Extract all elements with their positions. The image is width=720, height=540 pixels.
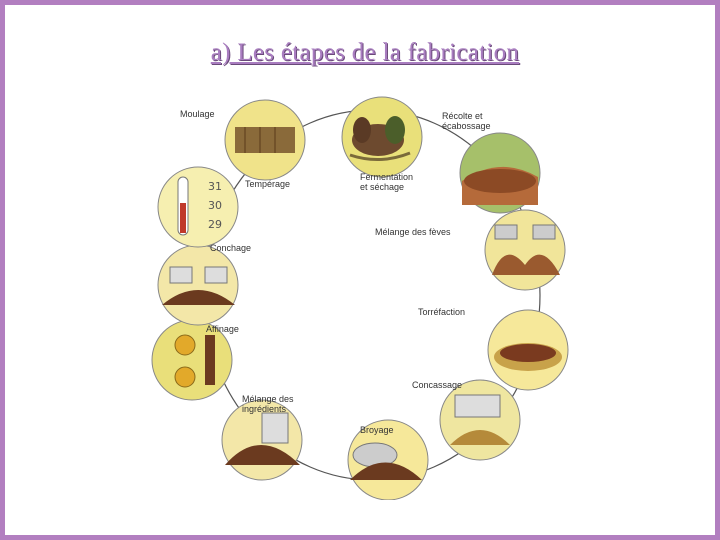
- step-label-conchage: Conchage: [210, 243, 252, 253]
- step-label-recolte: Récolte et écabossage: [442, 111, 491, 131]
- concassage-illustration: [439, 379, 521, 461]
- conchage-illustration: [157, 244, 239, 326]
- temperage-illustration: 31 30 29: [157, 166, 239, 248]
- torrefaction-illustration: [487, 309, 569, 391]
- melange-ingredients-illustration: [221, 399, 303, 481]
- melange-feves-illustration: [484, 209, 566, 291]
- fermentation-illustration: [459, 132, 541, 214]
- step-label-broyage: Broyage: [360, 425, 394, 435]
- thermometer-tick-31: 31: [208, 180, 222, 193]
- recolte-illustration: [341, 96, 423, 178]
- step-label-concassage: Concassage: [412, 380, 463, 390]
- step-label-melange-ingredients: Mélange des ingrédients: [242, 394, 294, 414]
- broyage-illustration: [347, 419, 429, 500]
- slide-title: a) Les étapes de la fabrication: [210, 39, 520, 66]
- step-label-melange-feves: Mélange des fèves: [375, 227, 451, 237]
- step-label-torrefaction: Torréfaction: [418, 307, 466, 317]
- thermometer-tick-29: 29: [208, 218, 222, 231]
- step-label-fermentation: Fermentation et séchage: [360, 172, 414, 192]
- chocolate-process-diagram: 31 30 29 Récolte et écabossage Fermentat…: [150, 95, 590, 500]
- step-label-affinage: Affinage: [206, 324, 239, 334]
- moulage-illustration: [224, 99, 306, 181]
- process-illustration: 31 30 29: [151, 96, 569, 500]
- affinage-illustration: [151, 319, 233, 401]
- step-label-moulage: Moulage: [180, 109, 215, 119]
- step-label-temperage: Tempérage: [245, 179, 291, 189]
- thermometer-tick-30: 30: [208, 199, 222, 212]
